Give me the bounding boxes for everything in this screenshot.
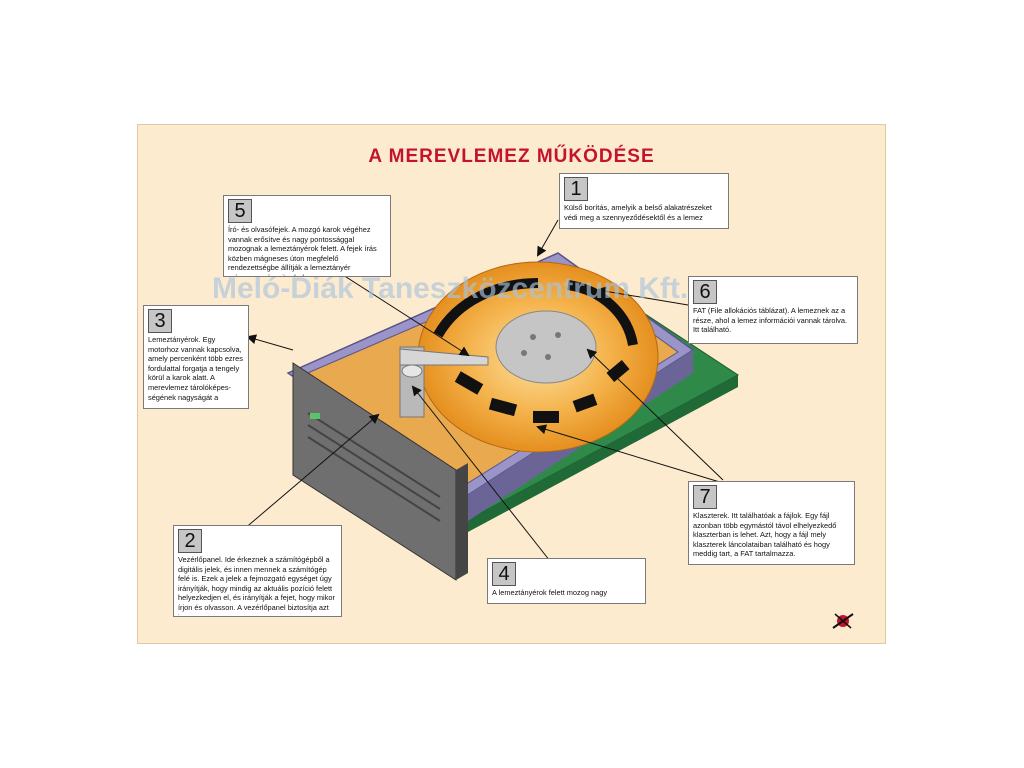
diagram-title: A MEREVLEMEZ MŰKÖDÉSE [368,146,655,167]
hub-screw [521,350,527,356]
cluster-sector [454,371,484,395]
cluster-sector [606,359,630,383]
publisher-logo [832,613,854,629]
callout-box-4: 4 A lemeztányérok felett mozog nagy [487,558,646,604]
rotation-arrow [433,278,539,338]
leader-line-7b [536,424,724,484]
rotation-arrow [567,280,638,347]
callout-box-2: 2 Vezérlőpanel. Ide érkeznek a számítógé… [173,525,342,617]
callout-box-6: 6 FAT (File allokációs táblázat). A leme… [688,276,858,344]
hub-screw [530,334,536,340]
callout-text-5: Író- és olvasófejek. A mozgó karok végéh… [228,225,377,276]
arm-bearing [401,364,423,378]
hub-screw [545,354,551,360]
callout-text-3: Lemeztányérok. Egy motorhoz vannak kapcs… [148,335,243,402]
callout-text-7: Klaszterek. Itt találhatóak a fájlok. Eg… [693,511,837,559]
disk-hub [495,310,597,384]
leader-line-7a [586,348,724,481]
controller-panel-side [456,463,468,580]
callout-number-2: 2 [178,529,202,553]
hub-screw [555,332,561,338]
leader-line-3 [246,334,294,351]
callout-text-4: A lemeztányérok felett mozog nagy [492,588,608,597]
callout-box-3: 3 Lemeztányérok. Egy motorhoz vannak kap… [143,305,249,409]
hard-drive-illustration [242,219,739,581]
callout-text-2: Vezérlőpanel. Ide érkeznek a számítógépb… [178,555,335,616]
leader-line-6 [596,286,689,306]
cluster-sector [488,397,518,417]
callout-number-1: 1 [564,177,588,201]
callout-text-6: FAT (File allokációs táblázat). A lemezn… [693,306,848,335]
callout-box-7: 7 Klaszterek. Itt találhatóak a fájlok. … [688,481,855,565]
panel-slot [307,412,441,498]
callout-number-4: 4 [492,562,516,586]
panel-slot [307,436,441,522]
cluster-sector [533,411,559,423]
callout-text-1: Külső borítás, amelyik a belső alakatrés… [564,203,712,222]
callout-number-6: 6 [693,280,717,304]
cluster-sector [572,393,598,413]
leader-line-4 [411,385,551,562]
circuit-board-edge [468,375,738,532]
watermark-text: Meló-Diák Taneszközcentrum Kft. [212,272,689,305]
callout-number-3: 3 [148,309,172,333]
panel-led [310,413,320,419]
callout-box-1: 1 Külső borítás, amelyik a belső alakatr… [559,173,729,229]
panel-slot [307,424,441,510]
callout-number-7: 7 [693,485,717,509]
callout-number-5: 5 [228,199,252,223]
callout-box-5: 5 Író- és olvasófejek. A mozgó karok vég… [223,195,391,277]
diagram-poster: A MEREVLEMEZ MŰKÖDÉSE [137,124,886,644]
leader-line-1 [537,219,559,257]
leader-line-2 [242,413,380,531]
